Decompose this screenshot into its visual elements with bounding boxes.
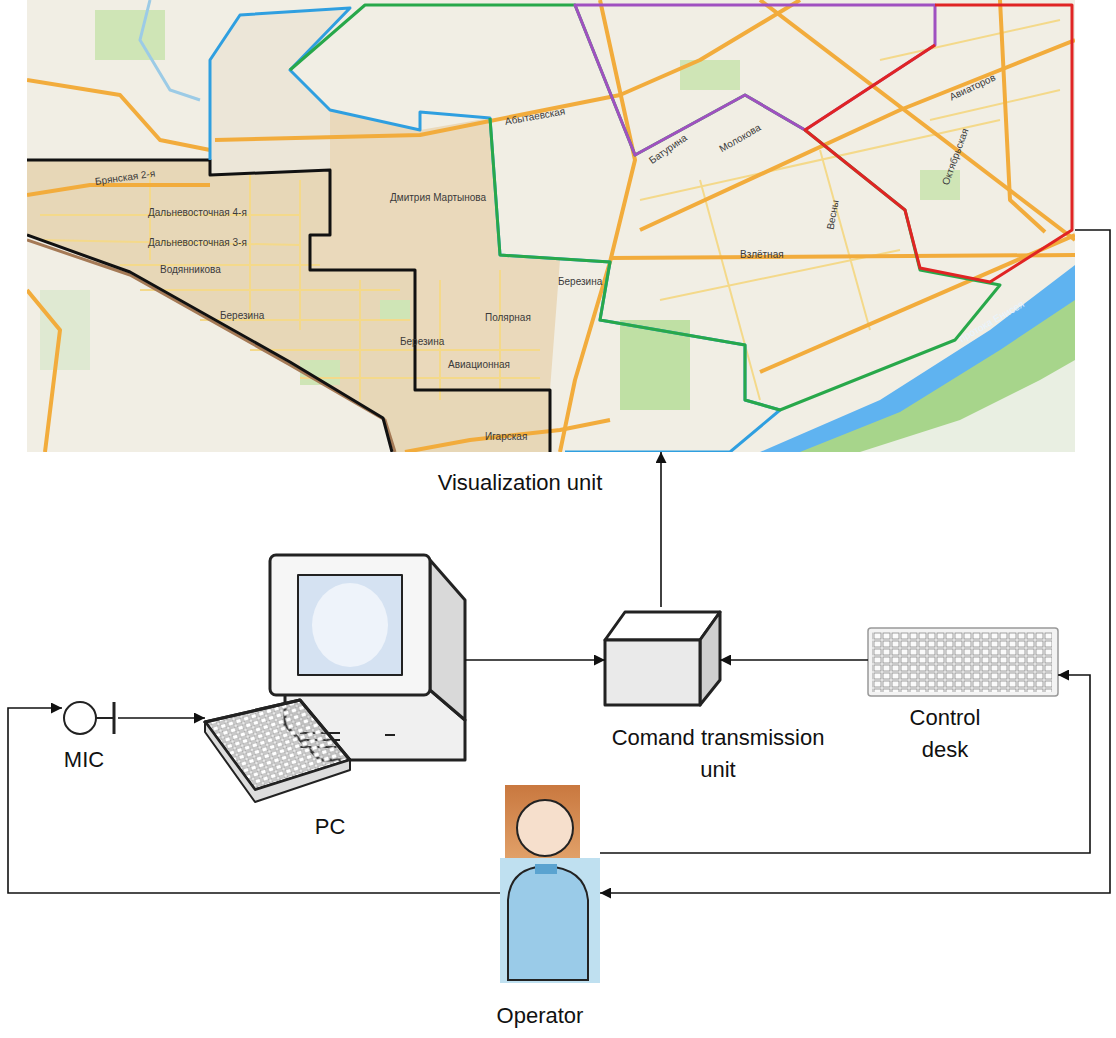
- street-name: Игарская: [485, 431, 527, 442]
- command-unit-node: Comand transmission unit: [605, 607, 720, 707]
- street-name: Дальневосточная 4-я: [148, 207, 247, 218]
- control-desk-icon: [868, 628, 1058, 696]
- microphone-symbol: [64, 702, 114, 734]
- pc-icon: [205, 555, 465, 802]
- connector-arrow: [600, 230, 1110, 893]
- street-name: Березина: [400, 336, 444, 347]
- connector-arrow: [465, 659, 605, 661]
- command-unit-icon: [605, 612, 720, 705]
- street-name: Дмитрия Мартынова: [390, 192, 486, 203]
- city-map: [27, 0, 1075, 452]
- street-name: Березина: [220, 310, 264, 321]
- connector-arrow: [660, 452, 662, 607]
- operator-node: Operator: [500, 783, 600, 985]
- node-label: Comand transmission unit: [598, 722, 838, 786]
- connector-arrow: [600, 675, 1090, 853]
- node-label: MIC: [44, 744, 124, 776]
- street-name: Водянникова: [160, 264, 221, 275]
- connector-arrow: [8, 708, 500, 893]
- map-region: Visualization unit: [27, 0, 1075, 452]
- control-desk-node: Control desk: [868, 628, 1058, 696]
- pc-node: PC: [205, 548, 465, 810]
- street-name: Авиационная: [448, 359, 510, 370]
- node-label: Control desk: [885, 702, 1005, 766]
- connector-arrow: [720, 659, 868, 661]
- street-name: Взлётная: [740, 249, 784, 260]
- node-label: PC: [300, 811, 360, 843]
- microphone-node: MIC: [62, 700, 118, 736]
- connector-arrow: [118, 717, 205, 719]
- node-label: Operator: [470, 1000, 610, 1032]
- street-name: Полярная: [485, 312, 531, 323]
- street-name: Дальневосточная 3-я: [148, 237, 247, 248]
- operator-icon: [500, 785, 600, 983]
- node-label: Visualization unit: [400, 467, 640, 499]
- street-name: Березина: [558, 276, 602, 287]
